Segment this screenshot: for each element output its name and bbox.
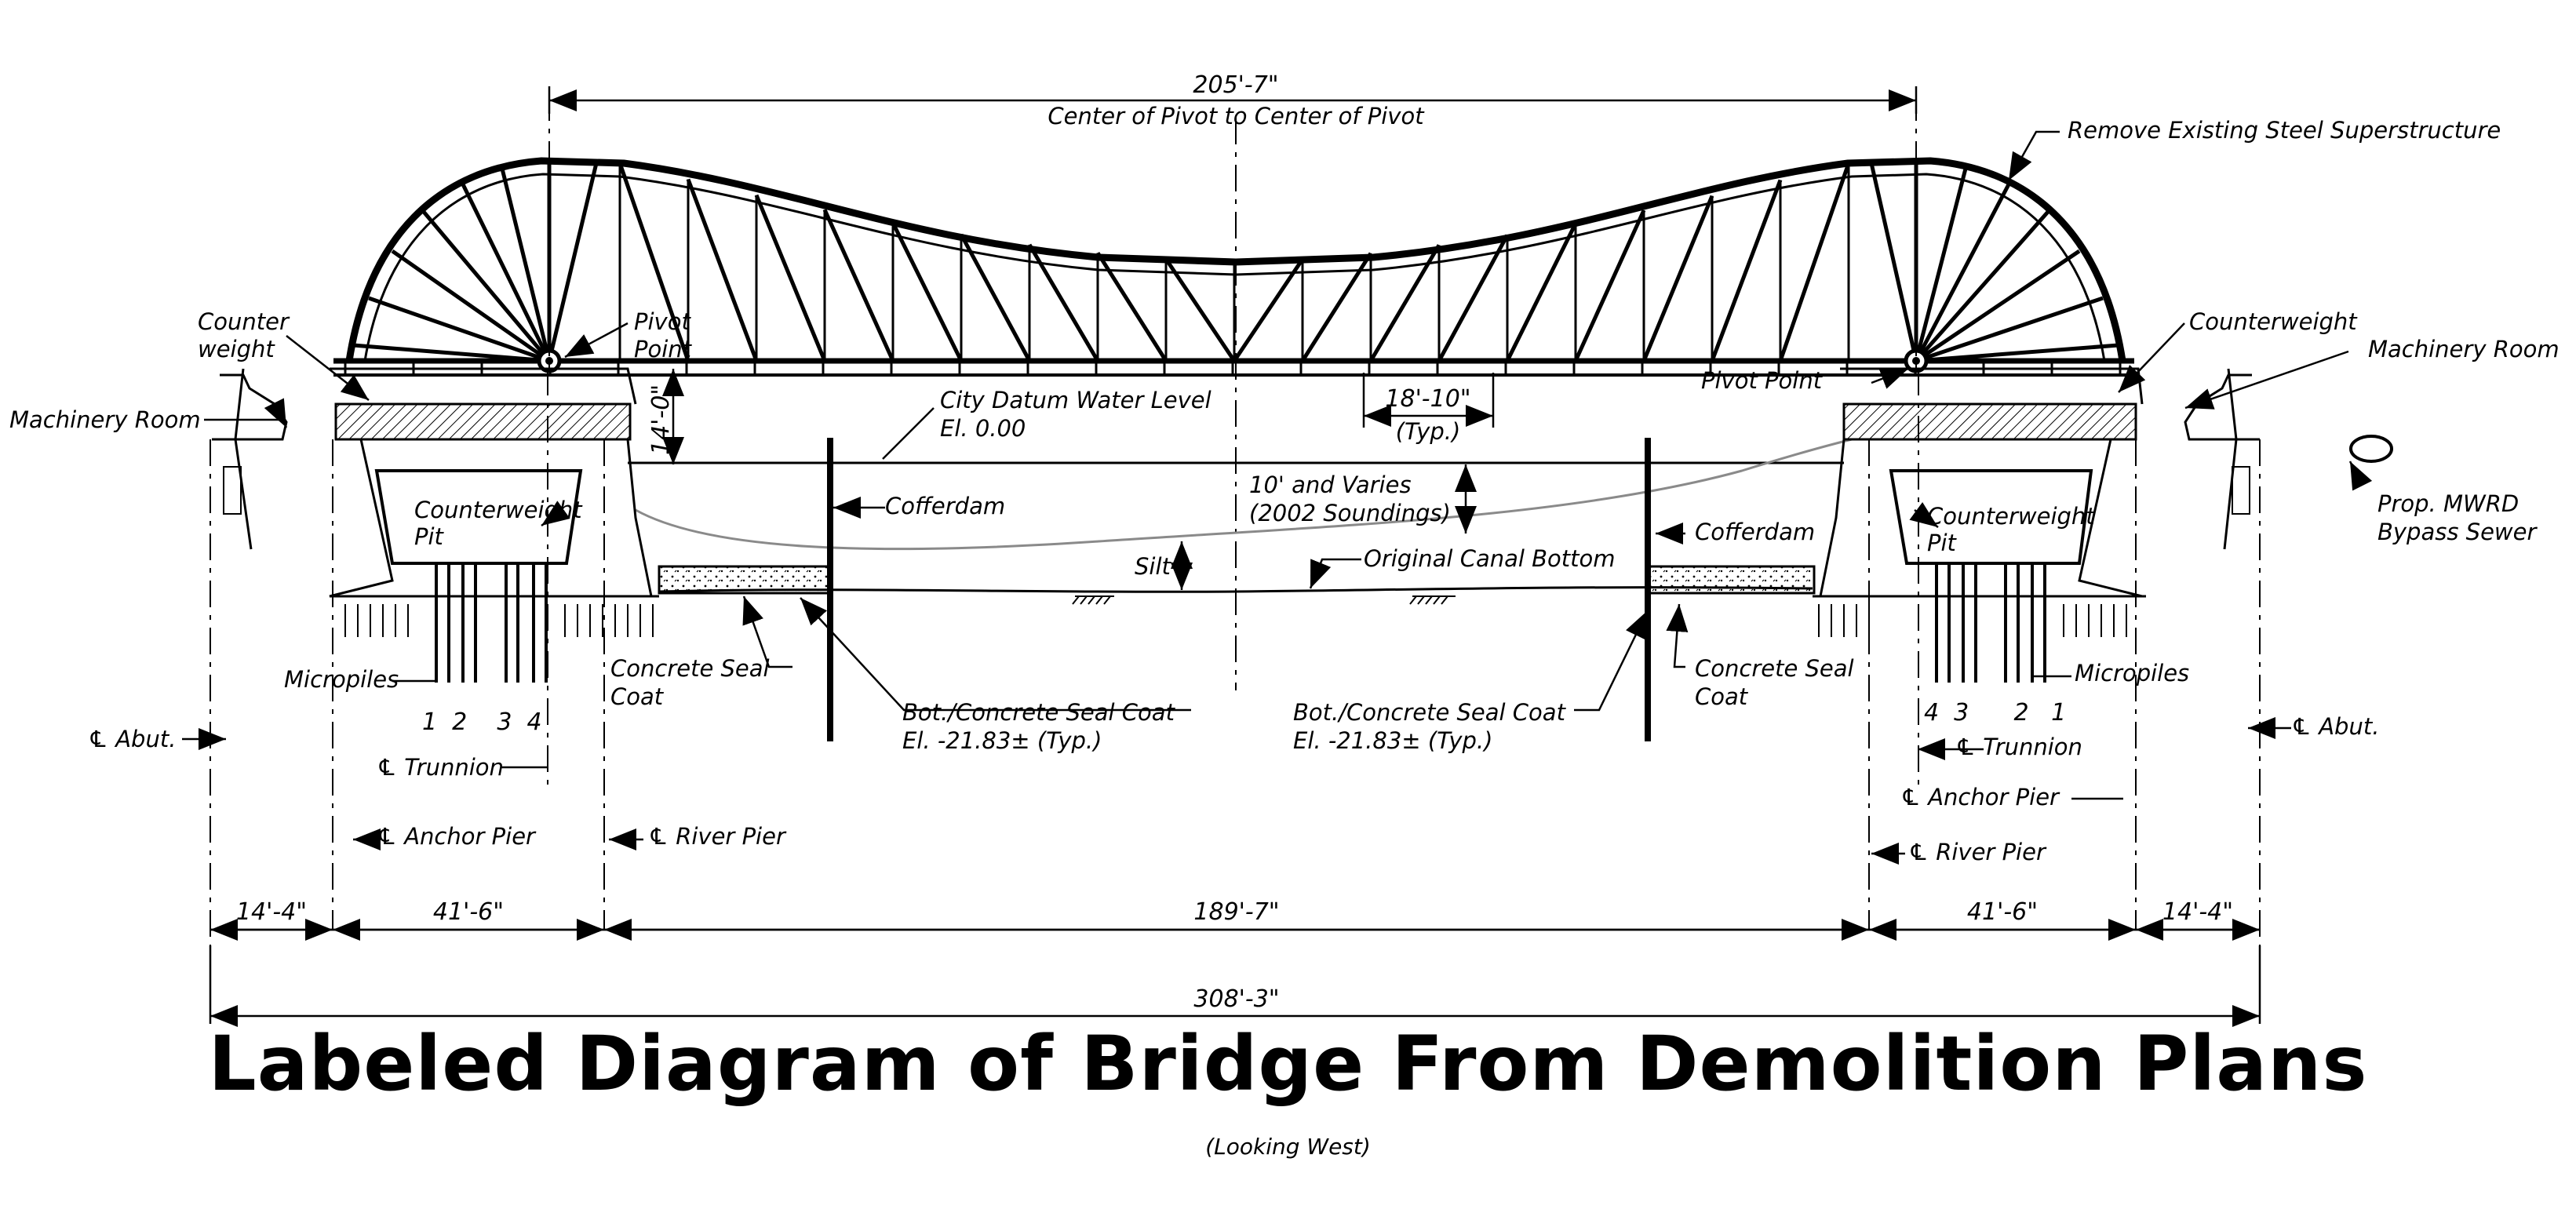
truss-member [1027, 243, 1100, 362]
truss-member [891, 222, 964, 362]
label-cl-anchor-left: ℄ Anchor Pier [377, 823, 537, 850]
label-city-datum-line1: City Datum Water Level [940, 387, 1211, 413]
label-cl-abut-right: ℄ Abut. [2291, 713, 2379, 740]
truss-member [461, 183, 552, 362]
truss-member [618, 162, 690, 362]
leader-lines [182, 130, 2373, 865]
label-concrete-seal-left-line1: Concrete Seal [610, 655, 770, 682]
label-pivot-left-line1: Pivot [634, 308, 691, 335]
label-pile-numbers-right: 4 3 2 1 [1924, 699, 2066, 726]
dim-span-right-abut: 14'-4" [2162, 898, 2233, 926]
truss-member [368, 296, 550, 363]
label-micropiles-left: Micropiles [284, 666, 399, 693]
label-machinery-room-left: Machinery Room [9, 406, 201, 433]
dim-span-main: 189'-7" [1193, 898, 1279, 926]
dimension-lines [209, 86, 2261, 1027]
dim-span-left-abut: 14'-4" [236, 898, 307, 926]
truss-member [391, 249, 551, 363]
label-counterweight-pit-right-line2: Pit [1927, 530, 1958, 556]
dim-panel-spacing: 18'-10" [1385, 385, 1470, 413]
dim-clearance-height: 14'-0" [647, 384, 675, 455]
dim-overall: 308'-3" [1193, 985, 1279, 1013]
label-counterweight-pit-right-line1: Counterweight [1927, 503, 2096, 530]
dim-span-left-anchor: 41'-6" [433, 898, 504, 926]
label-counterweight-pit-left-line2: Pit [414, 523, 445, 550]
label-pile-numbers-left: 1 2 3 4 [422, 708, 542, 736]
truss-member [1437, 234, 1510, 362]
labels: 205'-7" Center of Pivot to Center of Piv… [9, 71, 2560, 1013]
truss-member [686, 178, 759, 362]
truss-member [1710, 179, 1783, 362]
soil-hatch-right [1409, 595, 1456, 605]
truss-member [1914, 168, 1968, 362]
label-sewer-line1: Prop. MWRD [2377, 490, 2519, 517]
dim-depth: 10' and Varies [1249, 472, 1412, 498]
label-cl-trunnion-left: ℄ Trunnion [377, 754, 504, 781]
truss-member [822, 209, 895, 362]
label-bot-seal-right-line2: El. -21.83± (Typ.) [1293, 727, 1492, 754]
truss-member [1300, 252, 1373, 362]
label-cl-abut-left: ℄ Abut. [88, 726, 176, 752]
label-original-canal-bottom: Original Canal Bottom [1364, 545, 1616, 572]
label-bot-seal-left-line2: El. -21.83± (Typ.) [902, 727, 1102, 754]
truss-member [1915, 296, 2104, 363]
truss-member [1164, 257, 1237, 362]
truss-member [1915, 343, 2119, 363]
label-cl-trunnion-right: ℄ Trunnion [1955, 734, 2082, 760]
dim-panel-spacing-note: (Typ.) [1396, 418, 1461, 445]
label-micropiles-right: Micropiles [2075, 660, 2189, 686]
dim-depth-note: (2002 Soundings) [1249, 500, 1451, 526]
truss-member [500, 168, 552, 362]
label-counterweight-right: Counterweight [2189, 308, 2358, 335]
label-remove-superstructure: Remove Existing Steel Superstructure [2068, 117, 2501, 144]
label-cl-river-right: ℄ River Pier [1908, 839, 2047, 865]
truss-member [422, 210, 551, 362]
label-concrete-seal-right-line2: Coat [1695, 683, 1749, 710]
truss-member [959, 233, 1032, 362]
page-title: Labeled Diagram of Bridge From Demolitio… [208, 1020, 2368, 1108]
truss-member [1869, 162, 1918, 362]
truss-member [754, 194, 827, 362]
concrete-seal-right [1646, 565, 1816, 595]
label-pivot-left-line2: Point [634, 336, 693, 362]
label-counterweight-pit-left-line1: Counterweight [414, 497, 583, 523]
dim-silt: Silt [1135, 553, 1172, 580]
truss-member [1573, 209, 1646, 362]
truss-member [1914, 183, 2011, 362]
concrete-seal-left [658, 565, 832, 595]
truss-member [1778, 162, 1851, 362]
label-cl-anchor-right: ℄ Anchor Pier [1900, 784, 2060, 810]
label-cl-river-left: ℄ River Pier [648, 823, 787, 850]
label-sewer-line2: Bypass Sewer [2377, 519, 2538, 545]
truss-member [352, 343, 550, 363]
left-pier [212, 367, 659, 683]
bypass-sewer-ellipse [2349, 435, 2393, 463]
truss-member [1915, 249, 2081, 363]
label-bot-seal-right-line1: Bot./Concrete Seal Coat [1293, 699, 1567, 726]
dim-pivot-to-pivot-caption: Center of Pivot to Center of Pivot [1048, 103, 1425, 129]
label-cofferdam-right: Cofferdam [1695, 519, 1815, 545]
truss-member [1095, 252, 1168, 362]
label-counterweight-left-line2: weight [198, 336, 275, 362]
label-city-datum-line2: El. 0.00 [940, 415, 1026, 442]
truss-member [1232, 257, 1305, 362]
label-concrete-seal-right-line1: Concrete Seal [1695, 655, 1854, 682]
page-subtitle: (Looking West) [1205, 1134, 1371, 1160]
label-machinery-room-right: Machinery Room [2368, 336, 2560, 362]
truss-member [1368, 244, 1441, 362]
label-bot-seal-left-line1: Bot./Concrete Seal Coat [902, 699, 1176, 726]
dim-pivot-to-pivot: 205'-7" [1193, 71, 1278, 99]
truss-member [1505, 222, 1578, 362]
truss-member [1915, 210, 2050, 362]
dim-span-right-anchor: 41'-6" [1967, 898, 2038, 926]
soil-hatch-left [1072, 595, 1114, 605]
label-cofferdam-left: Cofferdam [885, 493, 1005, 519]
truss-member [547, 162, 599, 362]
truss-member [1641, 195, 1714, 362]
label-pivot-right: Pivot Point [1701, 367, 1824, 394]
steel-superstructure [333, 157, 2134, 377]
label-counterweight-left-line1: Counter [198, 308, 290, 335]
label-concrete-seal-left-line2: Coat [610, 683, 665, 710]
